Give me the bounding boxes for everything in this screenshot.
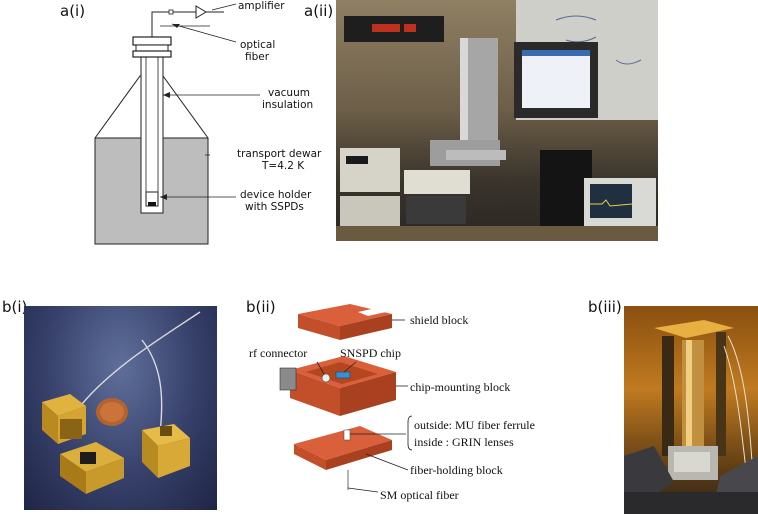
annotation-shield-block: shield block (410, 313, 469, 327)
shield-block-side (340, 314, 392, 340)
panel-label-a2: a(ii) (304, 2, 334, 20)
detector-stack-photo-art (624, 320, 758, 514)
annotation-dewar-1: transport dewar (237, 148, 322, 160)
block-assembly-diagram (279, 304, 413, 493)
fiber-block-front (294, 444, 326, 470)
insert-tube (140, 54, 164, 214)
panel-label-b1: b(i) (2, 298, 28, 316)
annotation-inside-grin: inside : GRIN lenses (414, 435, 514, 449)
lab-setup-photo (336, 0, 658, 241)
annotation-dewar-2: T=4.2 K (262, 160, 305, 172)
annotation-snspd-chip: SNSPD chip (340, 346, 402, 360)
rf-connector-part (279, 367, 297, 391)
flange (132, 36, 172, 46)
snspd-chip-part (335, 371, 351, 379)
panel-label-b3: b(iii) (588, 298, 622, 316)
annotation-holder-1: device holder (240, 189, 312, 201)
shield-block-front (298, 314, 340, 340)
fiber-block-top (294, 426, 392, 460)
detector-blocks-photo-art (42, 311, 201, 494)
annotation-outside-ferrule: outside: MU fiber ferrule (414, 418, 535, 432)
chip-mount-side (340, 372, 396, 416)
detector-stack-photo (624, 306, 758, 514)
detector-blocks-photo (24, 306, 217, 510)
shield-block-top (298, 304, 392, 326)
panel-label-b2: b(ii) (246, 298, 276, 316)
panel-label-a1: a(i) (60, 2, 86, 20)
lab-setup-photo-art (336, 0, 658, 241)
annotation-fiber-holding-block: fiber-holding block (410, 463, 503, 477)
dewar-schematic (94, 3, 260, 245)
amplifier-symbol (195, 5, 207, 19)
annotation-amplifier: amplifier (238, 0, 285, 12)
annotation-sm-optical-fiber: SM optical fiber (380, 488, 459, 502)
annotation-vacuum-2: insulation (262, 99, 314, 111)
annotation-holder-2: with SSPDs (245, 201, 304, 213)
annotation-vacuum-1: vacuum (268, 87, 310, 99)
annotation-rf-connector: rf connector (249, 346, 308, 360)
annotation-optical-fiber-2: fiber (245, 51, 270, 63)
fiber-block-side (326, 440, 392, 470)
annotation-optical-fiber-1: optical (240, 39, 276, 51)
chip-mount-front (290, 370, 340, 416)
annotation-chip-mounting-block: chip-mounting block (410, 380, 511, 394)
